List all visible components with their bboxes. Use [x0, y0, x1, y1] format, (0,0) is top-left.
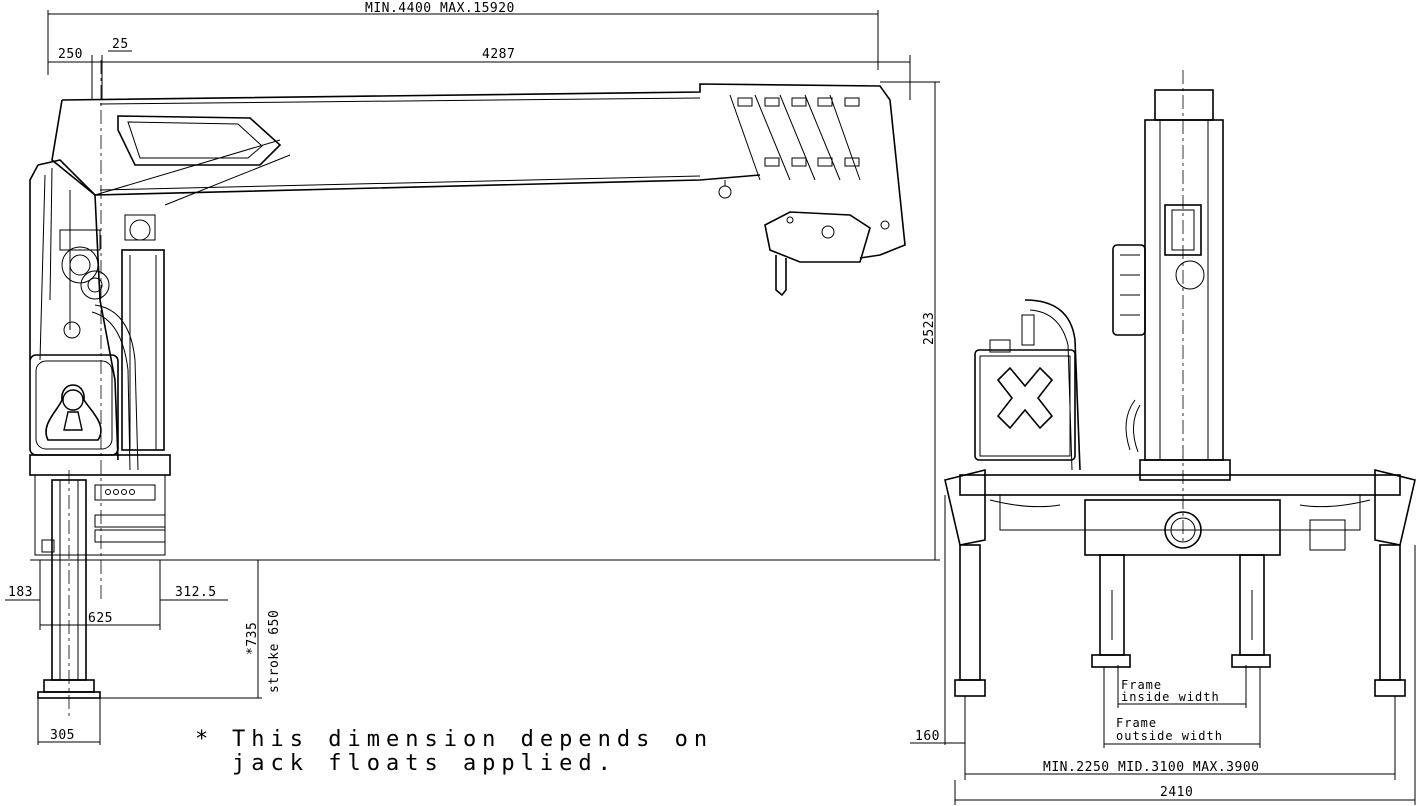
reach-label: MIN.4400 MAX.15920: [365, 1, 515, 16]
rear-offset-label: 250: [58, 47, 83, 62]
side-view: MIN.4400 MAX.15920 250 25 4287 2523: [5, 1, 940, 776]
height-label: 2523: [922, 312, 937, 345]
frame-inside-label-1: Frame: [1121, 678, 1162, 692]
footnote-line-2: jack floats applied.: [232, 751, 617, 776]
foot-width-label: 305: [50, 728, 75, 743]
total-width-label: 2410: [1160, 785, 1193, 800]
front-base: [944, 468, 1416, 697]
front-oil-tank: [974, 299, 1081, 471]
crane-column: [29, 159, 165, 471]
stroke-label: stroke 650: [267, 610, 282, 693]
footnote-line-1: This dimension depends on: [232, 727, 713, 752]
base-dimensions: 183 312.5 625 305 *735 stroke 650: [5, 60, 282, 745]
boom-length-label: 4287: [482, 47, 515, 62]
crane-base: [29, 454, 171, 699]
right-base-label: 312.5: [175, 585, 217, 600]
frame-inside-label-2: inside width: [1121, 690, 1220, 704]
left-base-label: 183: [8, 585, 33, 600]
outrigger-span-label: MIN.2250 MID.3100 MAX.3900: [1043, 760, 1260, 775]
front-view: Frame inside width Frame outside width 1…: [910, 70, 1416, 805]
leg-height-label: *735: [245, 622, 260, 655]
boom-dimension-lines: 250 25 4287: [48, 37, 911, 100]
frame-outside-label-1: Frame: [1116, 716, 1157, 730]
height-dimension: 2523: [880, 81, 940, 560]
frame-outside-label-2: outside width: [1116, 729, 1223, 743]
front-column: [1112, 89, 1231, 481]
front-dimensions: Frame inside width Frame outside width 1…: [910, 495, 1416, 805]
side-offset-label: 160: [915, 729, 940, 744]
base-width-label: 625: [88, 611, 113, 626]
footnote: * This dimension depends on jack floats …: [195, 727, 713, 776]
oil-tank: [29, 354, 119, 456]
main-boom: [51, 83, 906, 297]
footnote-star: *: [195, 727, 214, 752]
reach-dimension-line: MIN.4400 MAX.15920: [47, 1, 879, 75]
pivot-offset-label: 25: [112, 37, 129, 52]
